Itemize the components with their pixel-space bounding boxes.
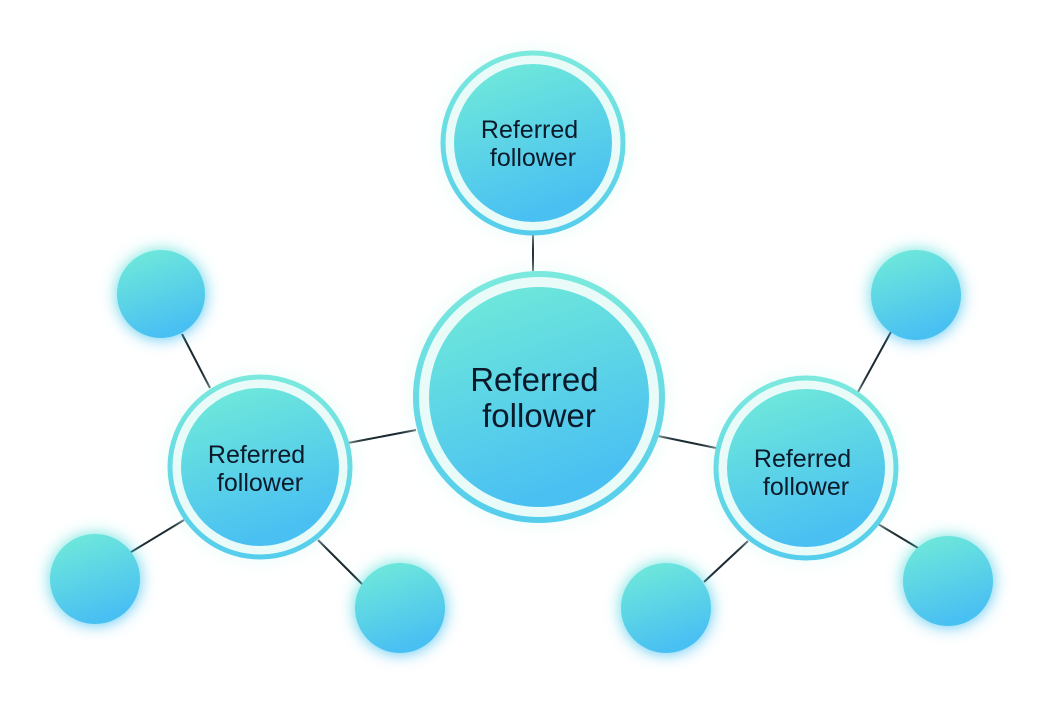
node-left-label-line1: Referred [208, 441, 305, 469]
satellite-right-bottomleft [621, 563, 711, 653]
connector-center-right [657, 435, 717, 449]
svg-text:Referred follower: Referred follower [481, 116, 585, 172]
node-center-label-line2: follower [482, 397, 596, 434]
svg-text:Referred follower: Referred follower [208, 441, 312, 497]
node-top-label-line2: follower [490, 144, 576, 172]
satellite-nodes [50, 250, 993, 653]
connector-right-bottomrightsat [877, 523, 919, 549]
svg-text:Referred follower: Referred follower [754, 445, 858, 501]
connector-lines [107, 234, 919, 587]
satellite-right-top [871, 250, 961, 340]
node-left-label-line2: follower [217, 469, 303, 497]
connector-left-topsat [181, 333, 211, 389]
connector-right-topsat [857, 329, 893, 393]
svg-text:Referred follower: Referred follower [470, 361, 608, 434]
satellite-right-bottomright [903, 536, 993, 626]
node-right: Referred follower [713, 375, 899, 561]
connector-right-bottomleftsat [703, 540, 749, 583]
node-left: Referred follower [167, 374, 353, 560]
node-right-label-line1: Referred [754, 445, 851, 473]
node-center: Referred follower [413, 271, 665, 523]
connector-left-bottomrightsat [317, 539, 365, 587]
satellite-left-bottomright [355, 563, 445, 653]
node-top-label-line1: Referred [481, 116, 578, 144]
node-top: Referred follower [440, 50, 626, 236]
connector-center-left [347, 429, 417, 444]
satellite-left-top [117, 250, 205, 338]
satellite-left-bottomleft [50, 534, 140, 624]
node-center-label-line1: Referred [470, 361, 598, 398]
node-right-label-line2: follower [763, 473, 849, 501]
